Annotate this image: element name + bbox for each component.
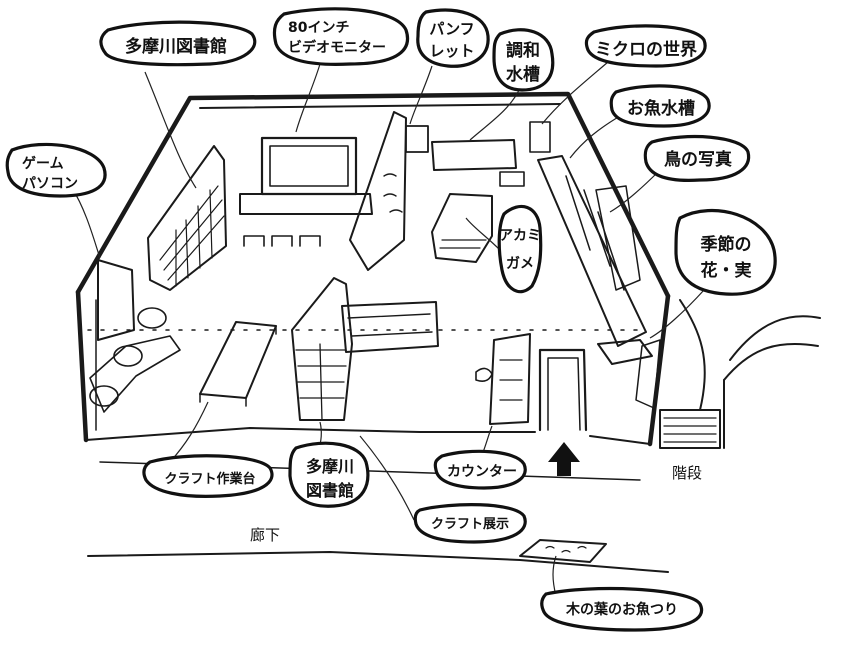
library-shelf-bottom xyxy=(291,277,353,421)
label-text: お魚水槽 xyxy=(627,98,695,119)
label-text: パソコン xyxy=(22,176,78,192)
label-text: ゲーム xyxy=(22,155,64,172)
aquarium-table xyxy=(431,121,551,187)
label-text: ビデオモニター xyxy=(288,39,386,56)
craft-work-table xyxy=(199,321,277,407)
season-display xyxy=(597,339,661,409)
label-text: 図書館 xyxy=(306,481,354,500)
label-bird-photo: 鳥の写真 xyxy=(643,134,751,182)
label-library-top: 多摩川図書館 xyxy=(99,20,257,67)
label-text: クラフト作業台 xyxy=(164,471,255,487)
display-table xyxy=(431,193,493,263)
pamphlet-rack xyxy=(349,111,429,271)
label-pamphlet: パンフ レット xyxy=(416,8,490,68)
label-counter: カウンター xyxy=(433,449,527,490)
label-craft-table: クラフト作業台 xyxy=(142,454,274,498)
label-text: 木の葉のお魚つり xyxy=(565,601,678,618)
label-text: 80インチ xyxy=(288,20,349,36)
label-text: 花・実 xyxy=(701,260,752,281)
label-text: 多摩川 xyxy=(306,457,354,476)
corridor-label: 廊下 xyxy=(250,526,280,544)
label-text: 鳥の写真 xyxy=(664,149,732,170)
label-video-monitor: 80インチ ビデオモニター xyxy=(272,7,410,66)
label-text: ガメ xyxy=(506,256,534,272)
label-text: アカミ xyxy=(499,228,541,244)
leaf-fishing-pond xyxy=(519,539,607,563)
entrance-door xyxy=(538,348,588,432)
label-text: クラフト展示 xyxy=(431,517,509,532)
label-micro-world: ミクロの世界 xyxy=(584,24,707,68)
label-text: 季節の xyxy=(701,234,752,255)
room-walls xyxy=(75,91,671,447)
label-text: 調和 xyxy=(506,40,540,61)
label-craft-display: クラフト展示 xyxy=(413,503,527,544)
label-game-pc: ゲーム パソコン xyxy=(5,142,107,198)
game-pc-desks xyxy=(89,259,181,413)
label-text: カウンター xyxy=(447,464,517,480)
label-fish-tank: お魚水槽 xyxy=(609,84,711,128)
entrance-arrow xyxy=(548,442,580,476)
stools xyxy=(243,235,321,247)
staircase xyxy=(659,299,821,449)
label-library-bottom: 多摩川 図書館 xyxy=(288,441,370,508)
label-aquarium: 調和 水槽 xyxy=(492,28,555,92)
fish-tank-counter xyxy=(537,155,647,347)
label-text: ミクロの世界 xyxy=(595,40,697,60)
label-text: レット xyxy=(429,42,474,60)
bookshelf-left xyxy=(147,145,227,291)
label-season: 季節の 花・実 xyxy=(674,209,777,296)
sofa xyxy=(341,301,439,353)
label-text: 多摩川図書館 xyxy=(125,36,227,57)
label-leaf-fishing: 木の葉のお魚つり xyxy=(540,586,704,632)
label-text: 水槽 xyxy=(506,64,540,85)
video-monitor xyxy=(239,136,373,215)
label-text: パンフ xyxy=(429,20,474,38)
stairs-label: 階段 xyxy=(672,464,702,482)
label-akagame: アカミ ガメ xyxy=(497,204,543,294)
counter-desk xyxy=(475,333,531,425)
